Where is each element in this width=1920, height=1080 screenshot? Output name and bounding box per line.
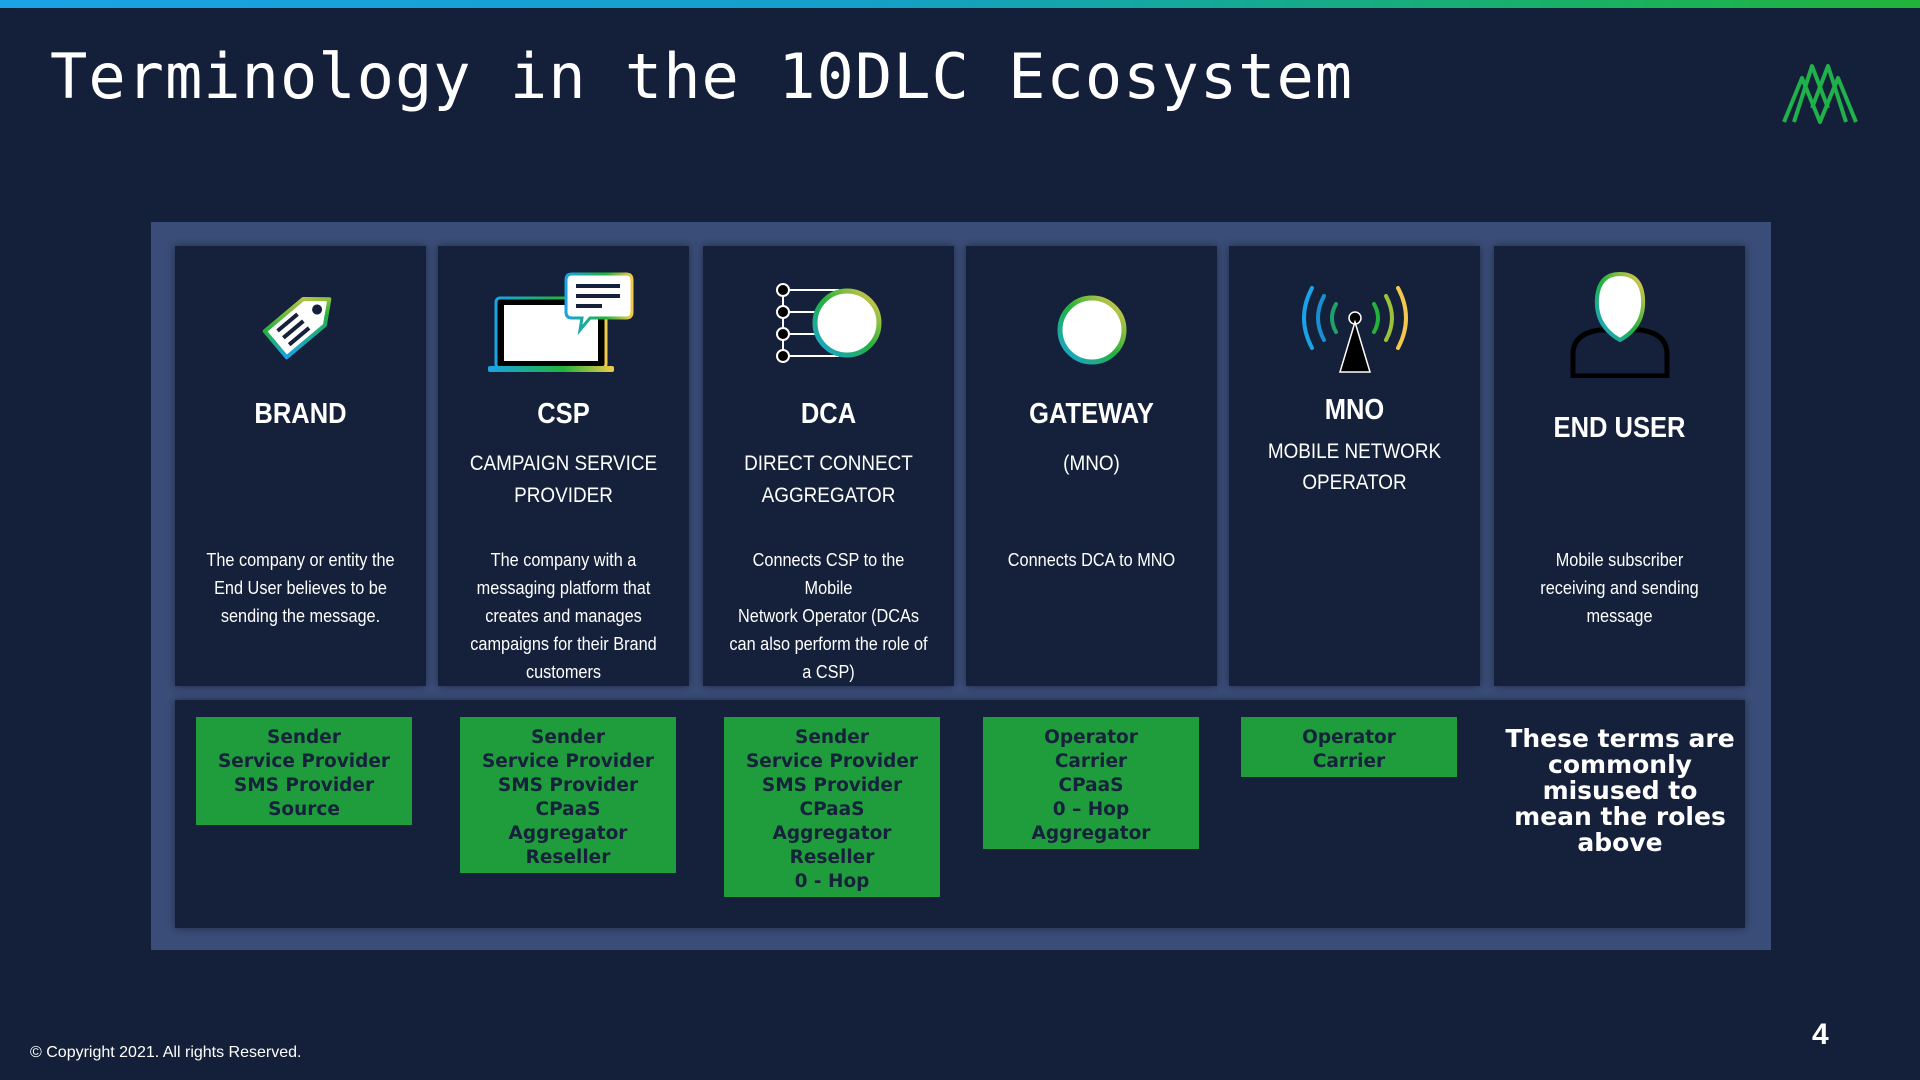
role-description: Mobile subscriber receiving and sending … bbox=[1540, 549, 1699, 626]
page-number: 4 bbox=[1812, 1018, 1829, 1051]
misused-terms-csp: Sender Service Provider SMS Provider CPa… bbox=[460, 717, 676, 873]
aggregator-node-icon bbox=[775, 283, 881, 363]
misused-terms-gateway: Operator Carrier CPaaS 0 – Hop Aggregato… bbox=[983, 717, 1199, 849]
role-description: The company with a messaging platform th… bbox=[470, 549, 657, 682]
laptop-chat-icon bbox=[487, 272, 633, 372]
role-name: END USER bbox=[1553, 412, 1686, 444]
role-card-gateway: GATEWAY (MNO) Connects DCA to MNO bbox=[966, 246, 1217, 686]
role-name: BRAND bbox=[254, 398, 347, 430]
role-subtitle: CAMPAIGN SERVICE PROVIDER bbox=[469, 452, 658, 507]
user-icon bbox=[1570, 271, 1669, 378]
gateway-circle-icon bbox=[1057, 295, 1126, 365]
misused-terms-dca: Sender Service Provider SMS Provider CPa… bbox=[724, 717, 940, 897]
role-description: Connects CSP to the Mobile Network Opera… bbox=[729, 549, 928, 682]
page-title: Terminology in the 10DLC Ecosystem bbox=[50, 40, 1354, 113]
role-card-dca: DCA DIRECT CONNECT AGGREGATOR Connects C… bbox=[703, 246, 954, 686]
role-card-mno: MNO MOBILE NETWORK OPERATOR bbox=[1229, 246, 1480, 686]
role-subtitle: MOBILE NETWORK OPERATOR bbox=[1267, 440, 1442, 494]
role-name: CSP bbox=[537, 398, 590, 430]
role-subtitle: (MNO) bbox=[1063, 452, 1120, 475]
role-description: The company or entity the End User belie… bbox=[206, 549, 395, 626]
top-accent-bar bbox=[0, 0, 1920, 8]
copyright-text: © Copyright 2021. All rights Reserved. bbox=[30, 1044, 302, 1061]
role-name: GATEWAY bbox=[1029, 398, 1154, 430]
cell-tower-icon bbox=[1301, 286, 1408, 373]
role-card-brand: BRAND The company or entity the End User… bbox=[175, 246, 426, 686]
role-description: Connects DCA to MNO bbox=[1007, 549, 1176, 570]
role-subtitle: DIRECT CONNECT AGGREGATOR bbox=[744, 452, 913, 507]
misused-terms-note: These terms are commonly misused to mean… bbox=[1505, 724, 1735, 857]
role-card-csp: CSP CAMPAIGN SERVICE PROVIDER The compan… bbox=[438, 246, 689, 686]
misused-terms-box bbox=[175, 700, 1745, 928]
price-tag-icon bbox=[262, 297, 331, 360]
role-name: MNO bbox=[1324, 394, 1385, 426]
role-card-end-user: END USER Mobile subscriber receiving and… bbox=[1494, 246, 1745, 686]
misused-terms-brand: Sender Service Provider SMS Provider Sou… bbox=[196, 717, 412, 825]
role-name: DCA bbox=[800, 398, 857, 430]
company-logo-icon bbox=[1782, 64, 1858, 124]
misused-terms-mno: Operator Carrier bbox=[1241, 717, 1457, 777]
